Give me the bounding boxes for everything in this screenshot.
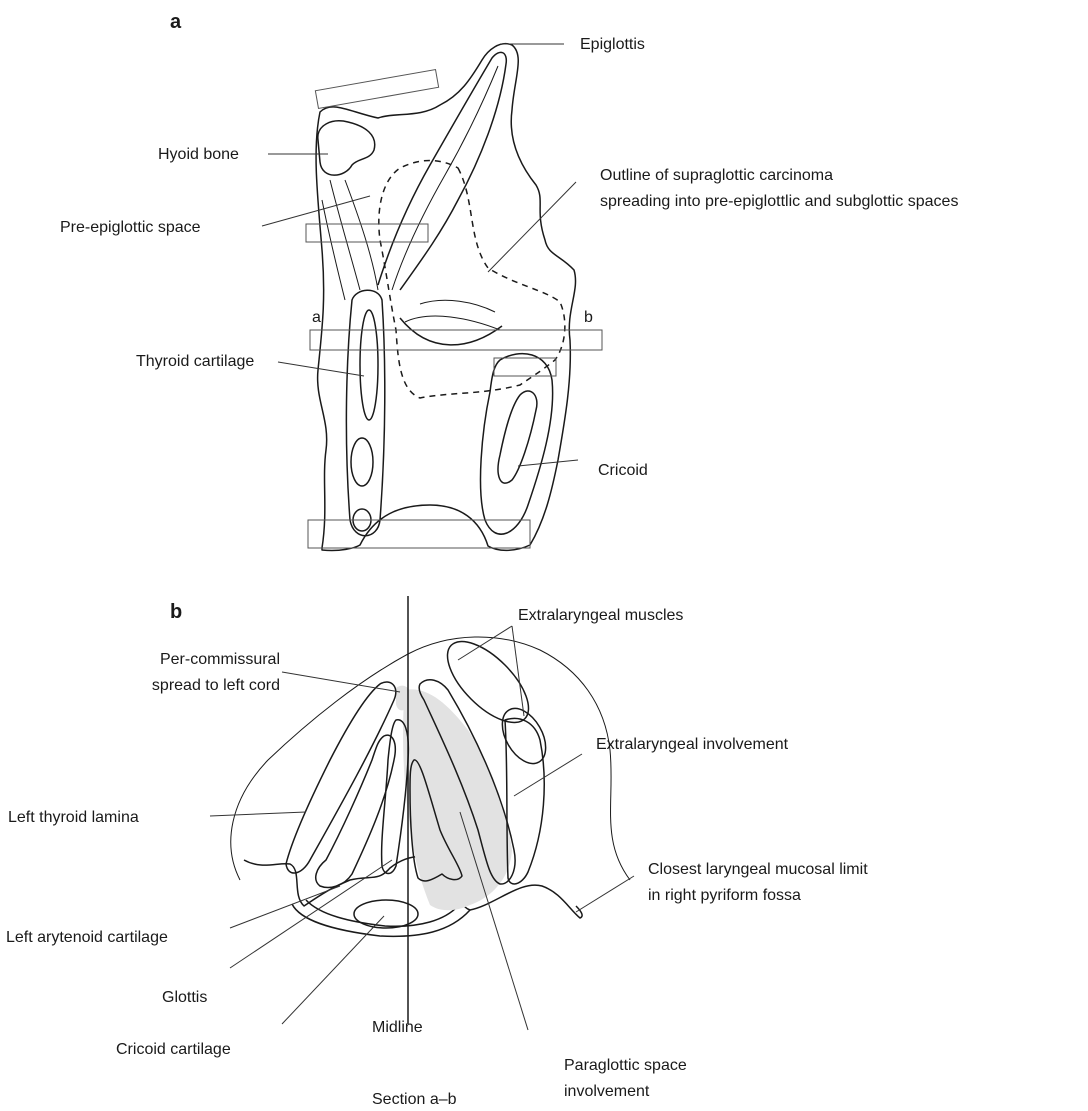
supraglottic-tumour-outline[interactable]	[379, 161, 565, 399]
leader-thyroid	[278, 362, 364, 376]
label-hyoid-bone: Hyoid bone	[158, 146, 239, 163]
thyroid-cartilage-hole-1	[360, 310, 378, 420]
label-outline-line2: spreading into pre-epiglottlic and subgl…	[600, 193, 958, 210]
vocal-fold-wave-1	[420, 300, 495, 312]
leader-extralaryngeal-muscles-1	[458, 626, 512, 660]
label-per-commissural-line2: spread to left cord	[152, 677, 280, 694]
leader-cricoid	[518, 460, 578, 466]
label-left-arytenoid: Left arytenoid cartilage	[6, 929, 168, 946]
hyoid-bone-shape	[318, 121, 375, 175]
level-box-hyoid	[315, 70, 438, 109]
label-section-a-b: Section a–b	[372, 1091, 457, 1108]
thyrohyoid-line-2	[345, 180, 378, 290]
thyrohyoid-line-1	[330, 180, 360, 290]
label-closest-mucosal-line1: Closest laryngeal mucosal limit	[648, 861, 868, 878]
panel-a: a	[60, 11, 958, 551]
leader-closest-mucosal	[576, 876, 634, 912]
label-glottis: Glottis	[162, 989, 207, 1006]
cricoid-shape	[481, 354, 553, 535]
extralaryngeal-involvement-region[interactable]	[505, 718, 544, 884]
cricoid-inner	[498, 391, 537, 483]
label-extralaryngeal-muscles: Extralaryngeal muscles	[518, 607, 683, 624]
label-outline-line1: Outline of supraglottic carcinoma	[600, 167, 833, 184]
thyroid-cartilage-shape	[346, 290, 384, 536]
leader-pre-epiglottic	[262, 196, 370, 226]
label-paraglottic-line2: involvement	[564, 1083, 650, 1100]
larynx-outer-outline	[316, 44, 575, 551]
label-section-a: a	[312, 309, 321, 326]
label-cricoid-cartilage: Cricoid cartilage	[116, 1041, 231, 1058]
leader-cricoid-cartilage	[282, 916, 384, 1024]
label-per-commissural-line1: Per-commissural	[160, 651, 280, 668]
leader-extralaryngeal-muscles-2	[512, 626, 524, 716]
leader-outline	[488, 182, 576, 272]
label-closest-mucosal-line2: in right pyriform fossa	[648, 887, 801, 904]
label-section-b: b	[584, 309, 593, 326]
label-midline: Midline	[372, 1019, 423, 1036]
left-thyroid-lamina-shape	[286, 682, 396, 873]
left-arytenoid-shape	[316, 735, 396, 887]
label-pre-epiglottic-space: Pre-epiglottic space	[60, 219, 201, 236]
panel-b-letter: b	[170, 601, 182, 623]
leader-glottis	[230, 860, 392, 968]
extralaryngeal-muscle-2	[493, 701, 554, 771]
leader-left-arytenoid	[230, 886, 340, 928]
leader-left-thyroid-lamina	[210, 812, 306, 816]
epiglottis-shape	[378, 52, 506, 290]
label-left-thyroid-lamina: Left thyroid lamina	[8, 809, 139, 826]
vocal-fold-wave-2	[405, 316, 500, 330]
section-line-a-b-box[interactable]	[310, 330, 602, 350]
paraglottic-involvement-region[interactable]	[403, 689, 512, 910]
panel-a-letter: a	[170, 11, 182, 33]
label-thyroid-cartilage: Thyroid cartilage	[136, 353, 254, 370]
label-extralaryngeal-involvement: Extralaryngeal involvement	[596, 736, 789, 753]
label-paraglottic-line1: Paraglottic space	[564, 1057, 687, 1074]
thyroid-cartilage-hole-2	[351, 438, 373, 486]
vocal-fold-curve	[400, 318, 502, 345]
level-box-pre-epiglottic	[306, 224, 428, 242]
label-epiglottis: Epiglottis	[580, 36, 645, 53]
panel-b: b	[6, 596, 868, 1108]
thyrohyoid-line-3	[322, 200, 345, 300]
label-cricoid: Cricoid	[598, 462, 648, 479]
